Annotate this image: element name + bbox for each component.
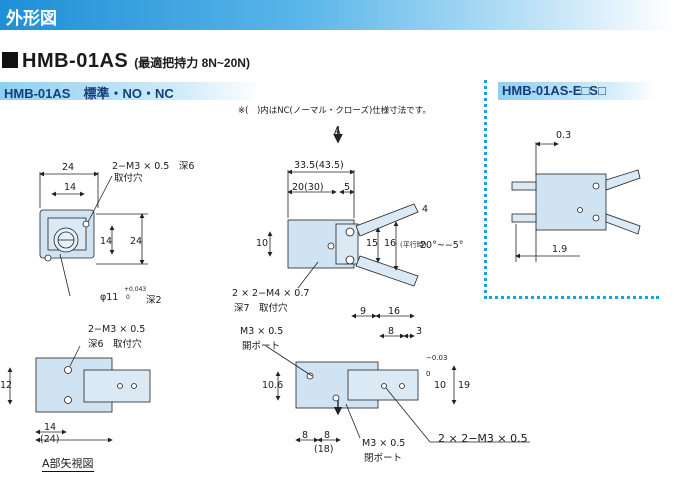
dim-b-8a: 8 [302,430,309,441]
dim-front-24-side: 24 [130,236,143,247]
option-frame [484,80,659,299]
dim-front-tap2: 取付穴 [114,173,143,184]
dim-front-hole-tol: +0.043 [124,286,147,293]
section-side-bar: HMB-01AS-E□S□ [498,82,656,100]
section-main-label: HMB-01AS 標準・NO・NC [4,86,174,101]
dim-front-hole-tol0: 0 [126,294,130,301]
section-main-bar: HMB-01AS 標準・NO・NC [0,82,262,101]
dim-b-16: 16 [388,306,401,317]
dim-b-19: 19 [458,380,471,391]
dim-side-10: 10 [256,238,269,249]
dim-side-tap: 2 × 2−M4 × 0.7 [232,288,310,299]
dim-side-4: 4 [422,204,429,215]
side-jaw-upper [355,203,419,237]
view-arrow-label: A [334,126,341,137]
dim-a-24: (24) [40,434,60,445]
section-side-label: HMB-01AS-E□S□ [502,83,606,98]
dim-e-19: 1.9 [552,244,568,255]
dim-b-port2: 開ポート [242,341,281,352]
header-title: 外形図 [6,9,57,29]
dim-a-tap2: 深6 取付穴 [88,339,142,350]
dim-a-12: 12 [0,380,13,391]
dim-b-8b: 8 [324,430,331,441]
dim-side-parallel: (平行時) [400,241,427,249]
dim-front-14: 14 [64,182,77,193]
dim-b-port4: 閉ポート [364,453,403,464]
square-bullet-icon [2,52,18,68]
dim-b-9: 9 [360,306,367,317]
dim-b-tol: −0.03 [426,354,448,362]
dim-front-depth: 深2 [146,295,162,306]
model-subtitle: (最適把持力 8N~20N) [134,56,250,70]
e-view-body [535,173,607,231]
side-jaw-lower [355,255,419,287]
dim-side-15: 15 [366,238,379,249]
model-name: HMB-01AS [22,50,129,72]
dim-b-0: 0 [426,370,431,378]
dim-side-tap2: 深7 取付穴 [234,303,288,314]
dim-b-10: 10 [434,380,447,391]
dim-b-3: 3 [416,326,423,337]
dim-side-20: 20(30) [292,182,324,193]
dim-side-total: 33.5(43.5) [294,160,344,171]
model-title: HMB-01AS (最適把持力 8N~20N) [2,50,250,73]
dim-side-angle: 20°~−5° [420,240,464,251]
dim-b-18: (18) [314,444,334,455]
dim-front-tap: 2−M3 × 0.5 深6 [112,161,195,172]
dim-side-16: 16 [384,238,397,249]
dim-e-03: 0.3 [556,130,572,141]
dim-b-port: M3 × 0.5 [240,326,284,337]
dim-front-hole: φ11 [100,292,119,303]
dim-front-24: 24 [62,162,75,173]
dim-front-14-side: 14 [100,236,113,247]
view-caption: A部矢視図 [42,457,94,472]
dim-b-tap: 2 × 2−M3 × 0.5 [438,432,528,445]
dim-side-5: 5 [344,182,351,193]
dim-a-14: 14 [44,422,57,433]
dim-b-8: 8 [388,326,395,337]
nc-note: ※( )内はNC(ノーマル・クローズ)仕様寸法です。 [238,106,431,116]
header-bar: 外形図 [0,0,674,30]
dim-a-tap: 2−M3 × 0.5 [88,324,146,335]
dim-b-10-6: 10.6 [262,380,284,391]
dim-b-port3: M3 × 0.5 [362,438,406,449]
